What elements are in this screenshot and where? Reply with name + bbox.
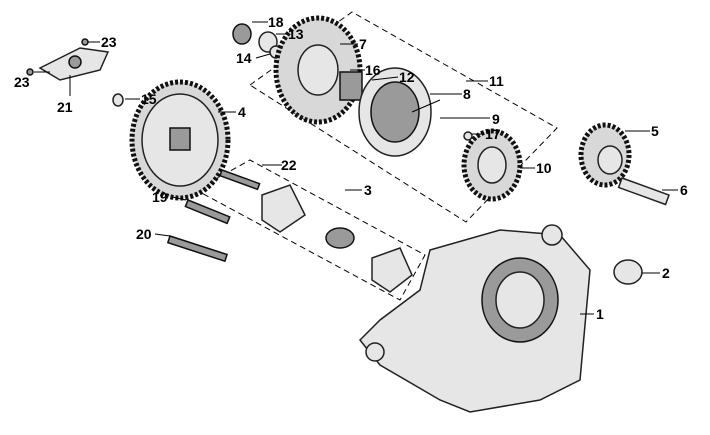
label-2: 2: [662, 265, 670, 281]
clutch-outer-10: [461, 128, 523, 202]
label-18: 18: [268, 14, 284, 30]
starter-driven-gear-7: [273, 15, 363, 125]
seal-18: [232, 23, 252, 45]
label-5: 5: [651, 123, 659, 139]
bolt-19: [184, 199, 231, 225]
label-9: 9: [492, 111, 500, 127]
label-23-left: 23: [14, 74, 30, 90]
oil-pump-cover-21: [38, 47, 110, 81]
roller-17: [463, 131, 473, 141]
leader-lines: [34, 21, 678, 315]
label-20: 20: [136, 226, 152, 242]
label-15: 15: [141, 91, 157, 107]
needle-bearing-16: [339, 71, 363, 101]
label-23-top: 23: [101, 34, 117, 50]
oil-pump-group-box: [194, 159, 426, 301]
shaft-6: [617, 177, 670, 206]
label-4: 4: [238, 104, 246, 120]
label-17: 17: [485, 126, 501, 142]
label-10: 10: [536, 160, 552, 176]
bolt-22: [218, 169, 261, 191]
oil-pump-3: [261, 184, 413, 293]
label-16: 16: [365, 62, 381, 78]
label-11: 11: [489, 73, 504, 89]
dowel-2: [613, 259, 643, 285]
label-21: 21: [57, 99, 73, 115]
label-8: 8: [463, 86, 471, 102]
crankcase-right-1: [358, 224, 591, 413]
oil-pump-gear-4: [129, 79, 231, 201]
o-ring-15: [112, 93, 124, 107]
label-22: 22: [281, 157, 297, 173]
label-19: 19: [152, 189, 168, 205]
label-12: 12: [399, 69, 415, 85]
screw-23-top: [81, 38, 89, 46]
label-1: 1: [596, 306, 604, 322]
bolt-20: [166, 235, 229, 263]
label-7: 7: [359, 36, 367, 52]
label-6: 6: [680, 182, 688, 198]
label-14: 14: [236, 50, 252, 66]
screw-23-left: [26, 68, 34, 76]
starter-clutch-8: [358, 67, 432, 157]
idle-gear-5: [578, 122, 632, 188]
label-3: 3: [364, 182, 372, 198]
spring-9: [411, 99, 441, 113]
label-13: 13: [288, 26, 304, 42]
